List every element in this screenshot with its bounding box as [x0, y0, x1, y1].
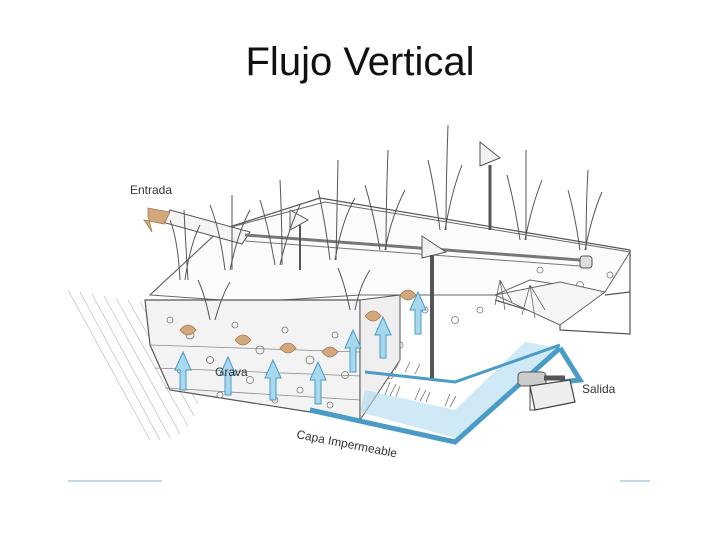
vertical-flow-arrows	[174, 290, 427, 405]
gravel-label: Grava	[215, 365, 248, 379]
outlet-box	[529, 379, 576, 411]
reed-plants	[169, 124, 603, 321]
infiltration-arrows	[179, 289, 417, 358]
bed-right-raised	[493, 281, 607, 326]
outlet-assembly	[517, 371, 576, 411]
plant-roots	[494, 279, 546, 319]
inlet-arrow	[143, 207, 171, 233]
vertical-flow-wetland-diagram: Entrada Grava Salida Capa Impermeable	[60, 120, 660, 490]
outlet-label: Salida	[582, 382, 616, 396]
slide-title: Flujo Vertical	[245, 40, 475, 84]
bed-front-section	[144, 299, 361, 421]
drainage-sprouts	[384, 359, 457, 408]
inlet-label: Entrada	[130, 183, 172, 197]
vent-pipes	[289, 140, 501, 378]
liner-label: Capa Impermeable	[295, 427, 398, 460]
wetland-illustration: Entrada Grava Salida Capa Impermeable	[67, 124, 650, 482]
